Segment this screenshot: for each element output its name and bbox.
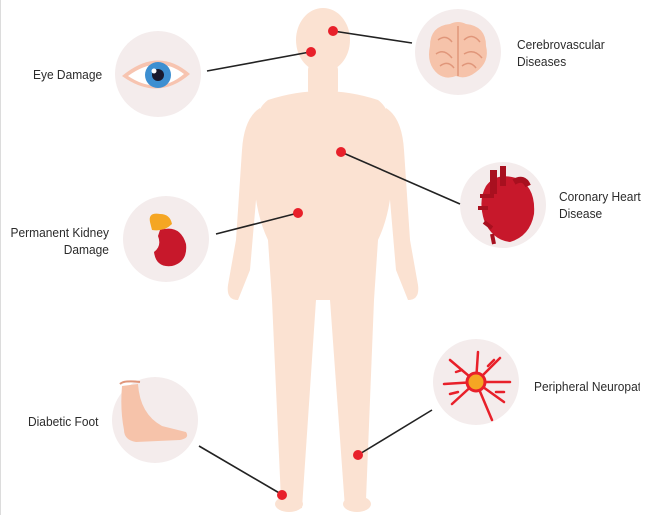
brain-label-line1: Cerebrovascular (517, 36, 605, 53)
heart-marker (336, 147, 346, 157)
foot-marker (277, 490, 287, 500)
heart-label: Coronary Heart Disease (559, 188, 641, 222)
foot-label: Diabetic Foot (28, 413, 98, 430)
eye-label: Eye Damage (33, 66, 102, 83)
heart-label-line1: Coronary Heart (559, 188, 641, 205)
kidney-marker (293, 208, 303, 218)
brain-marker (328, 26, 338, 36)
brain-icon (429, 22, 487, 78)
neuro-label: Peripheral Neuropathy (534, 378, 640, 395)
eye-connector (207, 52, 310, 71)
neuro-marker (353, 450, 363, 460)
kidney-label-line2: Damage (11, 241, 109, 258)
brain-label: Cerebrovascular Diseases (517, 36, 605, 70)
heart-label-line2: Disease (559, 205, 641, 222)
eye-marker (306, 47, 316, 57)
brain-label-line2: Diseases (517, 53, 605, 70)
kidney-label-line1: Permanent Kidney (11, 224, 109, 241)
kidney-label: Permanent Kidney Damage (11, 224, 109, 258)
foot-connector (199, 446, 281, 494)
